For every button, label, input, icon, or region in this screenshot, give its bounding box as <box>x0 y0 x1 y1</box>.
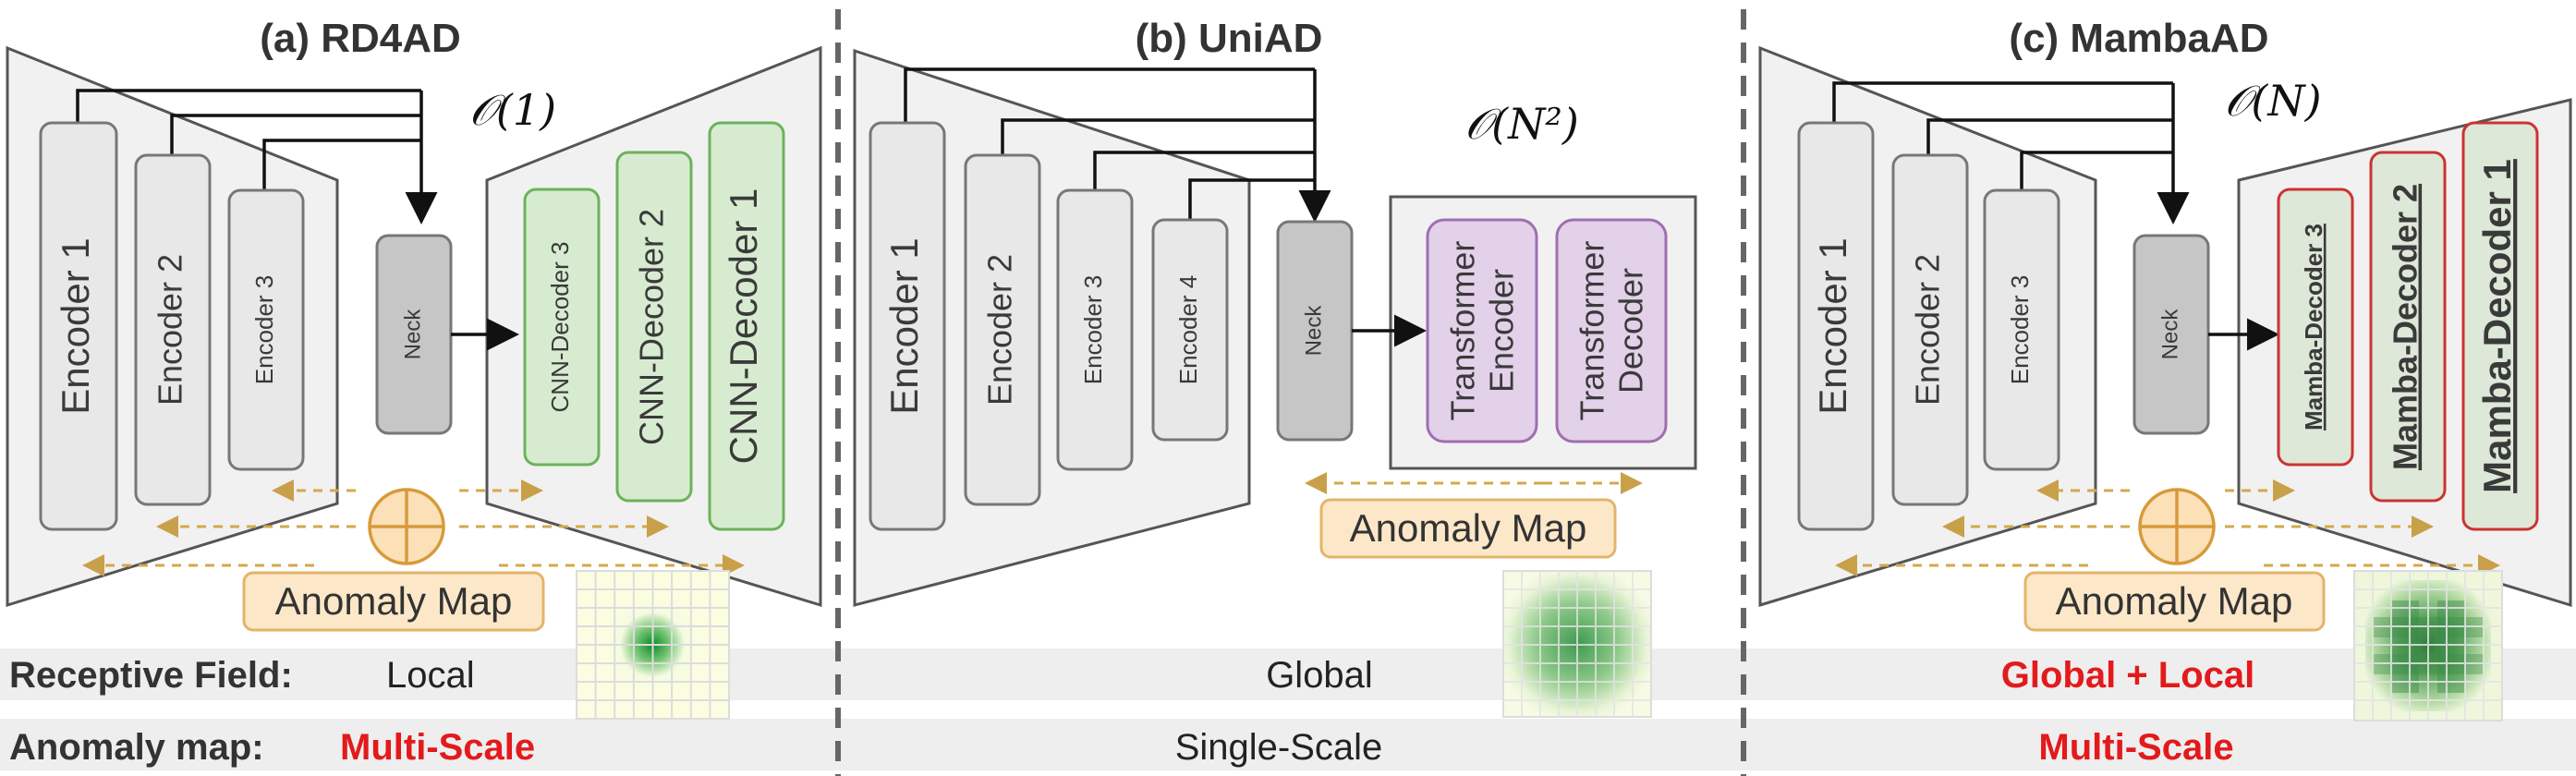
svg-text:Encoder 2: Encoder 2 <box>152 254 189 406</box>
panel-a-complexity: 𝒪(1) <box>469 85 556 135</box>
svg-text:Encoder 1: Encoder 1 <box>882 237 926 414</box>
encoder-block: Encoder 2 <box>134 153 212 506</box>
decoder-block: Mamba-Decoder 1 <box>2461 121 2539 531</box>
svg-text:Anomaly Map: Anomaly Map <box>2056 579 2293 623</box>
anomaly-heatmap-multiscale <box>2353 570 2503 721</box>
skip-wire-2 <box>1001 118 1315 155</box>
encoder-block: Encoder 4 <box>1151 218 1229 442</box>
skip-wire-1 <box>1832 81 2173 123</box>
skip-wire-3 <box>1093 151 1315 190</box>
svg-text:Encoder 1: Encoder 1 <box>54 237 97 414</box>
panel-mambaad: (c) MambaAD 𝒪(N) Encoder 1 Encoder 2 Enc… <box>1758 16 2572 721</box>
decoder-block: CNN-Decoder 2 <box>615 151 693 503</box>
skip-wire-3 <box>2020 151 2173 190</box>
svg-text:Encoder 3: Encoder 3 <box>1079 275 1107 385</box>
anomaly-heatmap-local <box>576 570 730 720</box>
panel-c-complexity: 𝒪(N) <box>2224 76 2321 126</box>
encoder-block: Encoder 1 <box>39 121 118 531</box>
svg-text:Transformer: Transformer <box>1444 241 1482 421</box>
encoder-block: Encoder 1 <box>1797 121 1875 531</box>
decoder-block: CNN-Decoder 1 <box>708 121 785 531</box>
svg-text:Transformer: Transformer <box>1574 241 1611 421</box>
anomaly-heatmap-global <box>1502 570 1652 718</box>
row-band-receptive-field <box>0 649 2576 700</box>
svg-text:Encoder 3: Encoder 3 <box>250 275 278 385</box>
svg-text:CNN-Decoder 3: CNN-Decoder 3 <box>546 242 574 413</box>
panel-a-title: (a) RD4AD <box>260 16 461 61</box>
svg-text:Encoder: Encoder <box>1483 269 1521 393</box>
svg-text:Neck: Neck <box>400 309 425 360</box>
row-band-anomaly-map <box>0 719 2576 770</box>
panel-b-title: (b) UniAD <box>1136 16 1323 61</box>
encoder-trapezoid <box>853 48 1251 607</box>
neck-block: Neck <box>2132 234 2210 435</box>
svg-text:CNN-Decoder 1: CNN-Decoder 1 <box>722 188 765 465</box>
anomaly-map-row-label: Anomaly map: <box>9 727 264 768</box>
svg-text:Encoder 3: Encoder 3 <box>2006 275 2034 385</box>
svg-text:Mamba-Decoder 3: Mamba-Decoder 3 <box>2300 224 2327 430</box>
panel-b-complexity: 𝒪(N²) <box>1464 99 1579 149</box>
decoder-block: Mamba-Decoder 2 <box>2369 151 2447 503</box>
neck-block: Neck <box>375 234 453 435</box>
skip-wire-2 <box>170 114 421 155</box>
skip-wire-1 <box>76 89 421 123</box>
fusion-add-icon <box>2138 488 2216 565</box>
svg-text:Decoder: Decoder <box>1612 268 1650 394</box>
svg-text:Encoder 2: Encoder 2 <box>981 254 1019 406</box>
anomaly-map-label: Anomaly Map <box>1319 498 1617 559</box>
encoder-block: Encoder 1 <box>869 121 946 531</box>
svg-text:Mamba-Decoder 2: Mamba-Decoder 2 <box>2387 184 2424 470</box>
receptive-field-c: Global + Local <box>2001 655 2255 696</box>
encoder-block: Encoder 3 <box>1983 188 2060 471</box>
panel-rd4ad: (a) RD4AD 𝒪(1) Encoder 1 Encoder 2 Encod… <box>6 16 822 720</box>
anomaly-map-row-a: Multi-Scale <box>340 727 535 768</box>
svg-text:Neck: Neck <box>2157 309 2182 360</box>
anomaly-map-row-b: Single-Scale <box>1175 727 1383 768</box>
svg-text:Encoder 2: Encoder 2 <box>1909 254 1947 406</box>
anomaly-map-row-c: Multi-Scale <box>2038 727 2233 768</box>
fusion-add-icon <box>368 488 445 565</box>
transformer-decoder-block: Transformer Decoder <box>1555 218 1668 443</box>
svg-text:Anomaly Map: Anomaly Map <box>275 579 513 623</box>
skip-wire-4 <box>1188 178 1315 220</box>
anomaly-map-label: Anomaly Map <box>242 571 545 632</box>
encoder-block: Encoder 3 <box>227 188 305 471</box>
panel-c-title: (c) MambaAD <box>2009 16 2268 61</box>
receptive-field-a: Local <box>386 655 475 696</box>
svg-text:Encoder 4: Encoder 4 <box>1174 275 1202 385</box>
receptive-field-b: Global <box>1266 655 1373 696</box>
anomaly-map-label: Anomaly Map <box>2023 571 2326 632</box>
skip-wire-1 <box>904 67 1315 123</box>
neck-block: Neck <box>1276 220 1354 442</box>
encoder-block: Encoder 2 <box>1891 153 1969 506</box>
svg-text:Neck: Neck <box>1301 305 1326 357</box>
encoder-block: Encoder 2 <box>964 153 1041 506</box>
decoder-block: Mamba-Decoder 3 <box>2277 188 2354 467</box>
skip-wire-3 <box>262 139 421 190</box>
svg-text:CNN-Decoder 2: CNN-Decoder 2 <box>633 209 671 445</box>
transformer-encoder-block: Transformer Encoder <box>1426 218 1538 443</box>
svg-text:Mamba-Decoder 1: Mamba-Decoder 1 <box>2475 159 2519 493</box>
svg-text:Anomaly Map: Anomaly Map <box>1350 506 1587 550</box>
skip-wire-2 <box>1926 118 2173 155</box>
panel-uniad: (b) UniAD 𝒪(N²) Encoder 1 Encoder 2 Enco… <box>853 16 1697 718</box>
svg-text:Encoder 1: Encoder 1 <box>1811 237 1854 414</box>
receptive-field-label: Receptive Field: <box>9 655 293 696</box>
decoder-block: CNN-Decoder 3 <box>523 188 601 467</box>
encoder-block: Encoder 3 <box>1056 188 1134 471</box>
